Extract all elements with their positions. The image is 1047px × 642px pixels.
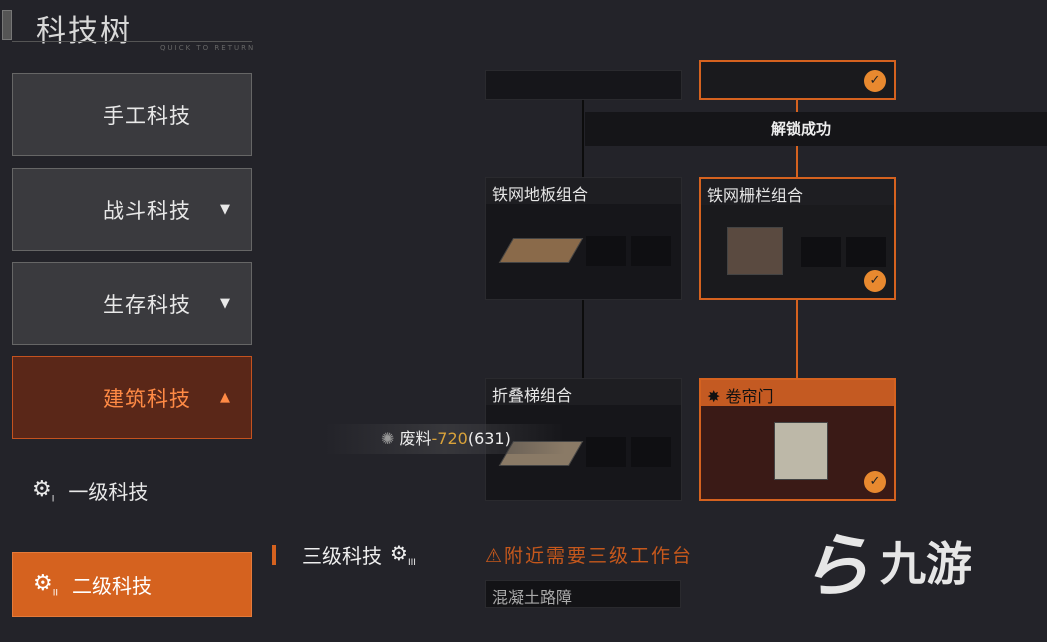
connector <box>582 300 584 378</box>
divider <box>12 41 252 42</box>
chevron-up-icon: ▲ <box>220 390 231 405</box>
menu-survival[interactable]: 生存科技 ▼ <box>12 262 252 345</box>
menu-label: 战斗科技 <box>103 198 191 223</box>
watermark: ら九游 <box>800 510 972 611</box>
menu-label: 手工科技 <box>103 103 191 128</box>
card-title: 铁网地板组合 <box>486 178 681 204</box>
section-marker <box>272 544 276 565</box>
card-title: 混凝土路障 <box>486 581 680 607</box>
level1-item[interactable]: ⚙I 一级科技 <box>32 476 148 505</box>
gear-icon: ⚙I <box>32 476 55 505</box>
tech-card-floor[interactable]: 铁网地板组合 <box>485 177 682 300</box>
tech-card-top-right[interactable]: ✓ <box>699 60 896 100</box>
check-icon: ✓ <box>864 70 886 92</box>
connector <box>582 100 584 177</box>
card-title: ✸ 卷帘门 <box>701 380 894 406</box>
card-title: 铁网栅栏组合 <box>701 179 894 205</box>
subtitle: QUICK TO RETURN <box>160 44 256 52</box>
gear-icon: ⚙III <box>390 541 416 568</box>
gear-icon: ⚙II <box>33 570 59 599</box>
logo-icon: ら <box>800 525 870 607</box>
item-thumb <box>586 437 626 467</box>
tech-card-shutter[interactable]: ✸ 卷帘门 ✓ <box>699 378 896 501</box>
warning-text: ⚠附近需要三级工作台 <box>485 545 694 567</box>
item-image <box>774 422 828 480</box>
level1-label: 一级科技 <box>68 480 149 504</box>
section-title: 三级科技 <box>302 544 382 568</box>
chevron-down-icon: ▼ <box>220 202 231 217</box>
level2-label: 二级科技 <box>72 574 153 598</box>
chevron-down-icon: ▼ <box>220 296 231 311</box>
item-thumb <box>586 236 626 266</box>
item-image <box>498 238 584 263</box>
menu-label: 生存科技 <box>103 292 191 317</box>
menu-combat[interactable]: 战斗科技 ▼ <box>12 168 252 251</box>
burst-icon: ✸ <box>707 387 726 406</box>
menu-label: 建筑科技 <box>103 386 191 411</box>
item-thumb <box>631 236 671 266</box>
tech-card-top-left[interactable] <box>485 70 682 100</box>
section-header: 三级科技 ⚙III <box>272 540 416 569</box>
version-tag <box>2 10 12 40</box>
cost-tooltip: ✺ 废料-720(631) <box>325 424 565 454</box>
unlock-toast: 解锁成功 <box>585 112 1047 146</box>
menu-crafting[interactable]: 手工科技 <box>12 73 252 156</box>
check-icon: ✓ <box>864 270 886 292</box>
menu-building[interactable]: 建筑科技 ▲ <box>12 356 252 439</box>
tech-card-barrier[interactable]: 混凝土路障 <box>485 580 681 608</box>
item-thumb <box>631 437 671 467</box>
item-thumb <box>801 237 841 267</box>
card-title: 折叠梯组合 <box>486 379 681 405</box>
page-title: 科技树 <box>36 14 132 49</box>
connector <box>796 300 798 378</box>
check-icon: ✓ <box>864 471 886 493</box>
level2-item[interactable]: ⚙II 二级科技 <box>12 552 252 617</box>
warning-icon: ⚠ <box>485 545 505 567</box>
item-thumb <box>846 237 886 267</box>
scrap-icon: ✺ <box>381 429 400 448</box>
tech-card-fence[interactable]: 铁网栅栏组合 ✓ <box>699 177 896 300</box>
item-image <box>727 227 783 275</box>
